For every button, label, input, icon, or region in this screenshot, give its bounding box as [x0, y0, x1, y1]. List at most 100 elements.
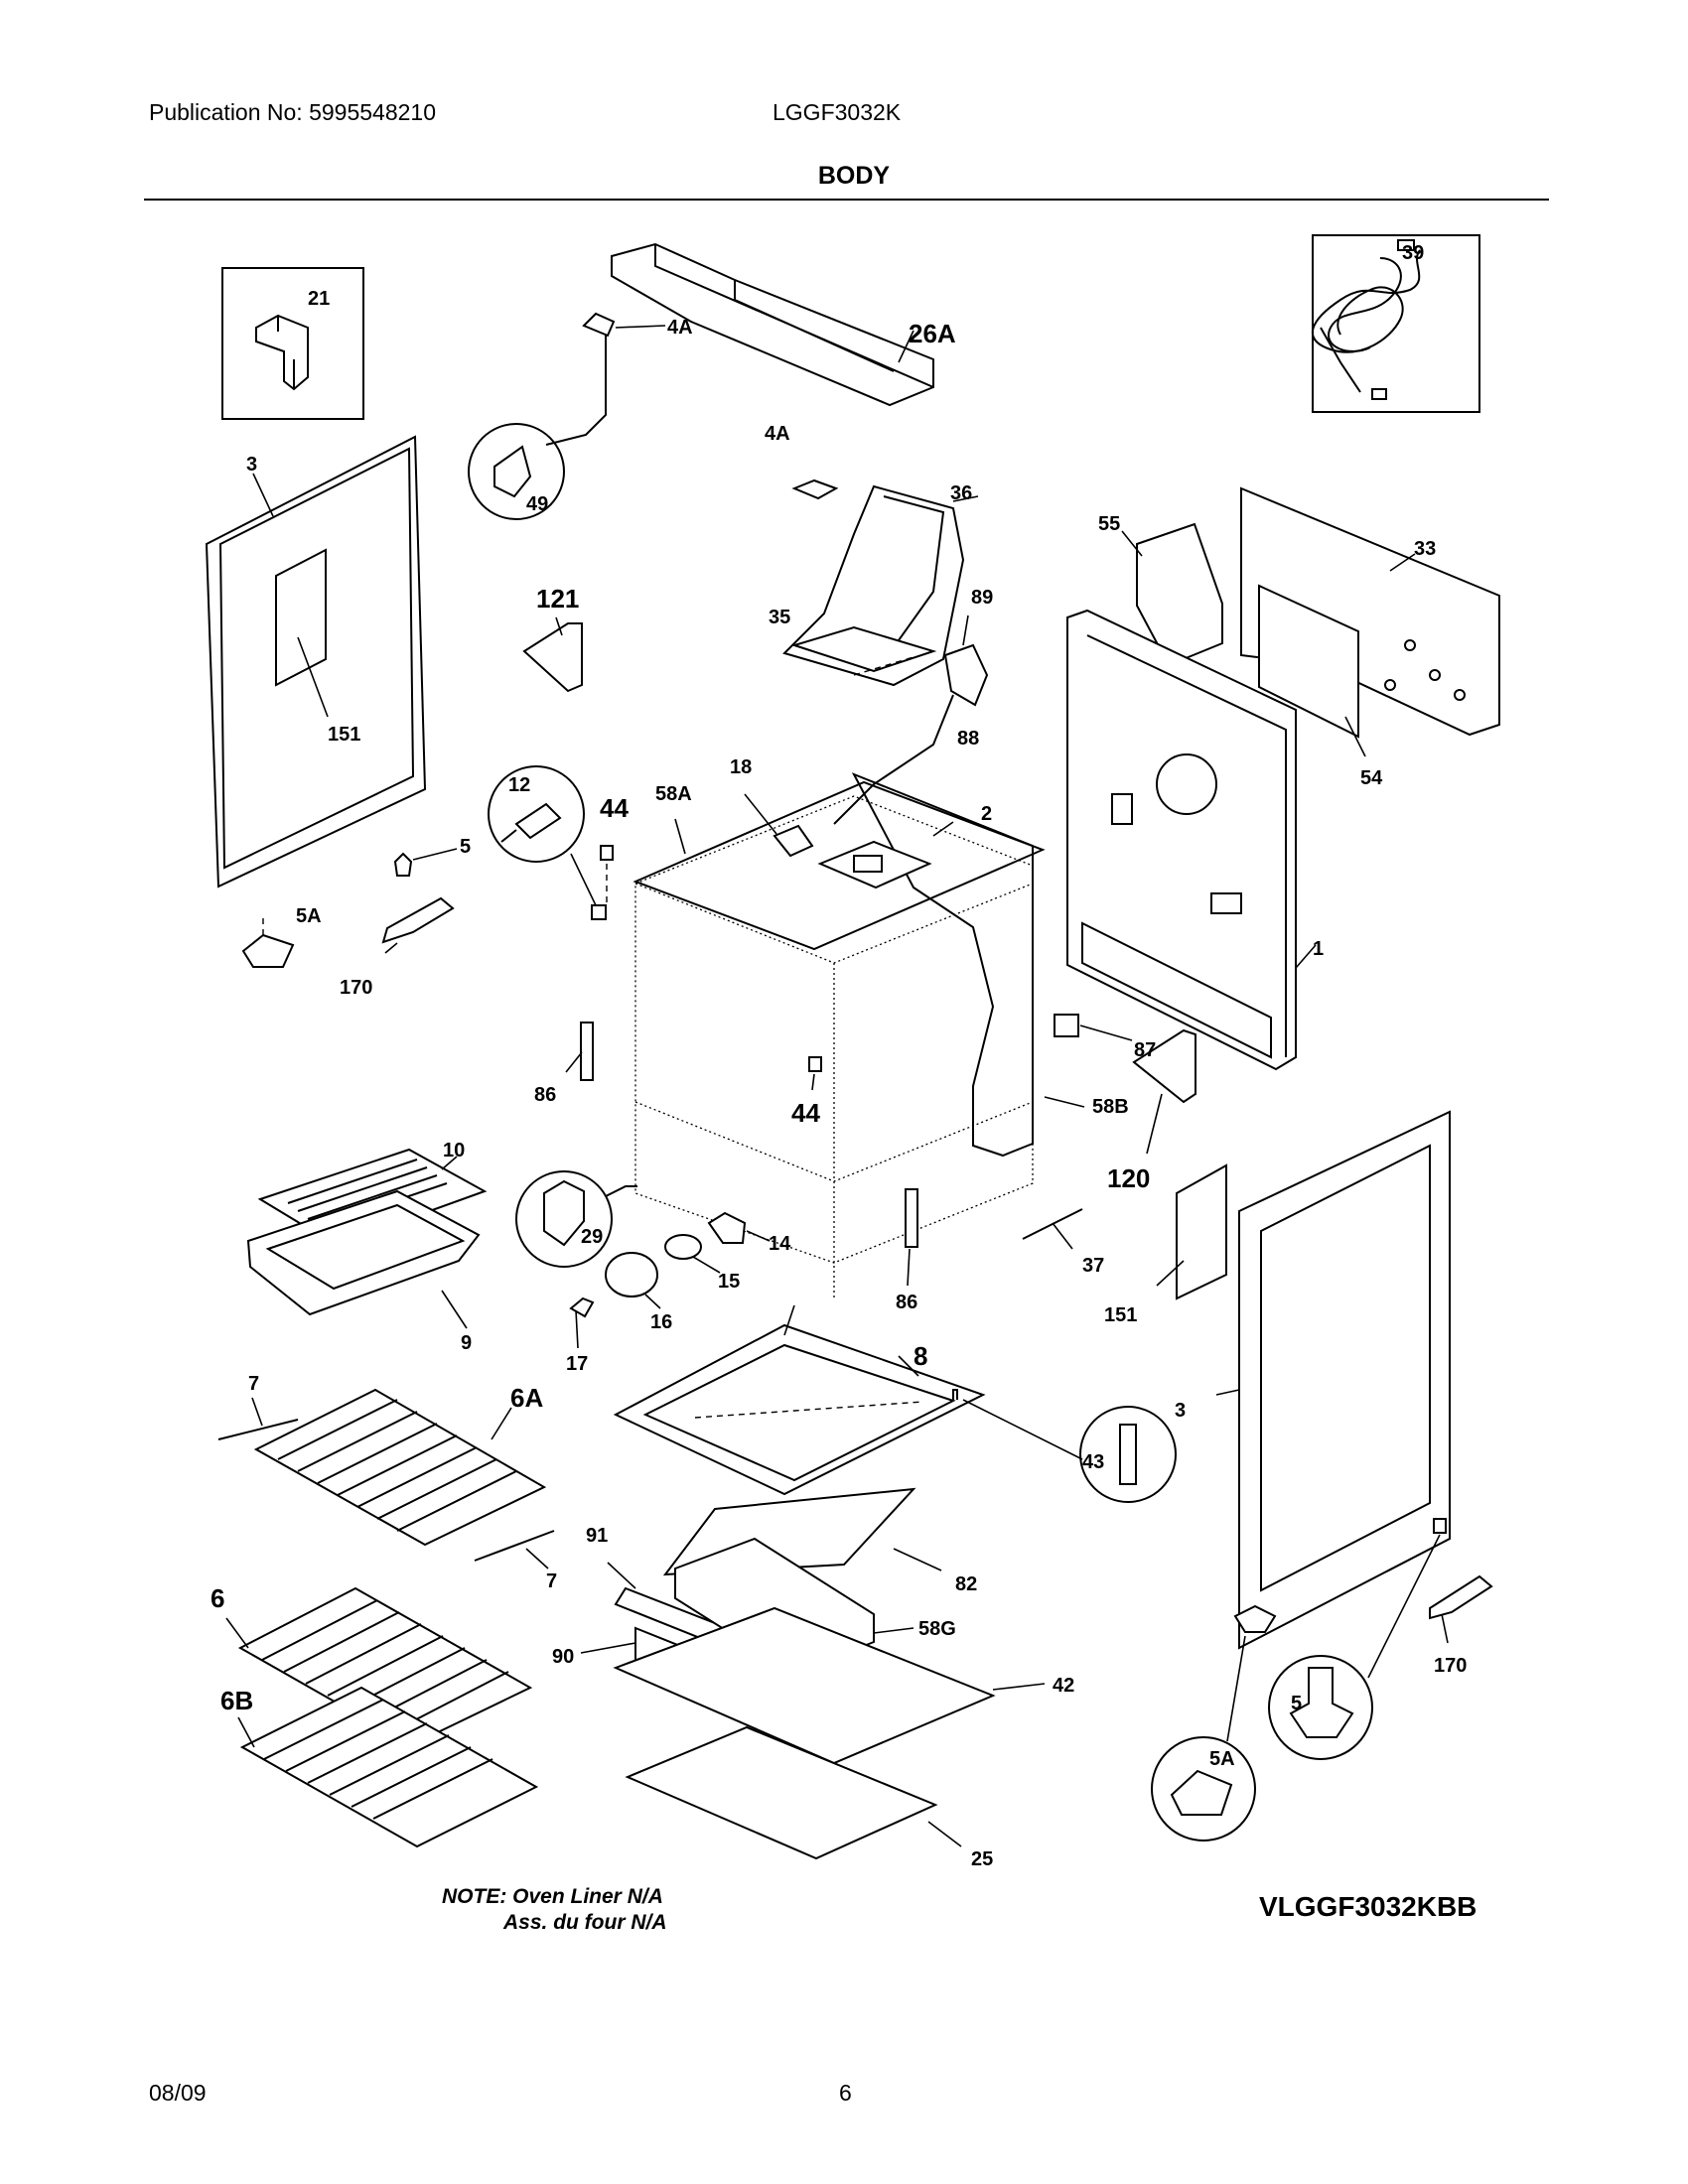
part-58A-insulation[interactable]: [633, 780, 1046, 951]
side-panel-left[interactable]: [205, 435, 427, 888]
part-5-right-circle[interactable]: [1268, 1518, 1447, 1760]
callout-3-left: 3: [246, 454, 257, 476]
part-7-bottom-rail[interactable]: [474, 1530, 555, 1570]
part-4A-top[interactable]: [545, 312, 666, 446]
callout-89: 89: [971, 587, 993, 609]
callout-58G: 58G: [918, 1618, 956, 1640]
callout-16: 16: [650, 1311, 672, 1333]
note-line-1: NOTE: Oven Liner N/A: [442, 1885, 663, 1908]
callout-4A-top: 4A: [667, 317, 693, 339]
part-54-plate[interactable]: [1258, 584, 1366, 757]
part-6B-rack[interactable]: [237, 1686, 539, 1848]
part-43-circle[interactable]: [962, 1399, 1177, 1503]
part-15-bulb[interactable]: [664, 1234, 721, 1274]
callout-5A-left: 5A: [296, 905, 322, 927]
callout-151-left: 151: [328, 724, 360, 746]
callout-21: 21: [308, 288, 330, 310]
part-21-box[interactable]: [221, 267, 364, 420]
part-170-right[interactable]: [1429, 1574, 1493, 1644]
header-rule: [144, 199, 1549, 201]
part-18[interactable]: [744, 793, 814, 858]
part-55-panel[interactable]: [1121, 522, 1223, 667]
callout-121: 121: [536, 584, 579, 614]
part-44-top[interactable]: [600, 845, 614, 905]
callout-5A-right: 5A: [1209, 1748, 1235, 1770]
part-89[interactable]: [833, 614, 989, 825]
callout-7-bottom: 7: [546, 1570, 557, 1592]
part-86-left[interactable]: [565, 1022, 594, 1081]
part-8-oven-bottom[interactable]: [613, 1304, 986, 1496]
callout-87: 87: [1134, 1039, 1156, 1061]
callout-35: 35: [769, 607, 790, 628]
callout-12: 12: [508, 774, 530, 796]
part-7-top-rail[interactable]: [217, 1397, 299, 1440]
callout-5-right: 5: [1291, 1693, 1302, 1714]
part-16-lens[interactable]: [605, 1252, 661, 1309]
callout-36: 36: [950, 482, 972, 504]
part-5A-left[interactable]: [241, 913, 295, 968]
diagram-code: VLGGF3032KBB: [1259, 1891, 1477, 1922]
callout-39: 39: [1402, 242, 1424, 264]
callout-8: 8: [914, 1341, 927, 1371]
callout-90: 90: [552, 1646, 574, 1668]
part-12-circle[interactable]: [488, 765, 607, 920]
part-170-left[interactable]: [381, 896, 455, 954]
callout-151-right: 151: [1104, 1304, 1137, 1326]
callout-86-left: 86: [534, 1084, 556, 1106]
part-58B-insulation[interactable]: [851, 772, 1085, 1158]
callout-58A: 58A: [655, 783, 692, 805]
side-panel-right[interactable]: [1215, 1110, 1451, 1650]
part-14-socket[interactable]: [707, 1211, 771, 1244]
oven-cavity-outline: [634, 795, 1034, 1300]
callout-10: 10: [443, 1140, 465, 1161]
part-25-panel[interactable]: [625, 1725, 962, 1860]
callout-49: 49: [526, 493, 548, 515]
part-121-bracket[interactable]: [522, 616, 583, 693]
part-49-circle[interactable]: [468, 423, 565, 520]
part-151-right[interactable]: [1156, 1163, 1227, 1300]
callout-44-mid: 44: [791, 1098, 820, 1128]
callout-1: 1: [1313, 938, 1324, 960]
part-33-rear-panel[interactable]: [1240, 486, 1500, 737]
oven-liner-note: NOTE: Oven Liner N/A Ass. du four N/A: [442, 1884, 667, 1936]
note-line-2: Ass. du four N/A: [503, 1911, 667, 1934]
callout-58B: 58B: [1092, 1096, 1129, 1118]
part-26A[interactable]: [611, 242, 934, 407]
part-87[interactable]: [1054, 1014, 1133, 1041]
part-39-box[interactable]: [1311, 234, 1480, 413]
part-37-wire[interactable]: [1022, 1208, 1083, 1250]
part-120-bracket[interactable]: [1132, 1028, 1196, 1155]
callout-5-left: 5: [460, 836, 471, 858]
part-86-mid[interactable]: [905, 1188, 918, 1287]
callout-14: 14: [769, 1233, 791, 1255]
part-9-broil-pan[interactable]: [246, 1189, 481, 1329]
part-1-back-panel[interactable]: [1066, 609, 1317, 1071]
callout-17: 17: [566, 1353, 588, 1375]
callout-55: 55: [1098, 513, 1120, 535]
callout-15: 15: [718, 1271, 740, 1293]
part-2-plate[interactable]: [817, 821, 954, 889]
part-6A-rack[interactable]: [253, 1388, 547, 1547]
callout-3-right: 3: [1175, 1400, 1186, 1422]
callout-18: 18: [730, 756, 752, 778]
callout-29: 29: [581, 1226, 603, 1248]
publication-number: Publication No: 5995548210: [149, 99, 437, 125]
callout-2: 2: [981, 803, 992, 825]
part-17-clip[interactable]: [569, 1297, 595, 1349]
section-title: BODY: [817, 162, 891, 190]
callout-labels: 21 39 26A 4A 4A 3 49 36 55 33 121 35 89 …: [211, 242, 1467, 1870]
part-5-left[interactable]: [393, 848, 458, 877]
part-5A-right-circle[interactable]: [1151, 1604, 1277, 1842]
callout-170-right: 170: [1434, 1655, 1467, 1677]
model-number: LGGF3032K: [773, 99, 902, 125]
part-35-gasket[interactable]: [790, 625, 937, 676]
callout-33: 33: [1414, 538, 1436, 560]
callout-43: 43: [1082, 1451, 1104, 1473]
part-44-mid[interactable]: [808, 1056, 822, 1091]
part-4A-mid[interactable]: [791, 478, 839, 500]
callout-4A-mid: 4A: [765, 423, 790, 445]
part-29-circle[interactable]: [515, 1170, 637, 1268]
part-42-drawer-frame[interactable]: [613, 1606, 1046, 1765]
callout-7-top: 7: [248, 1373, 259, 1395]
